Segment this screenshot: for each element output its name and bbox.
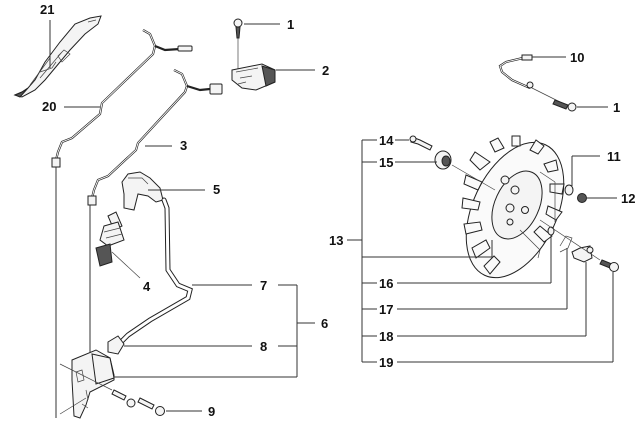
label-20: 20 [42, 99, 56, 114]
callout-1-top: 1 [244, 17, 294, 32]
part-4-spark-plug [95, 211, 125, 267]
part-2-switch [231, 63, 276, 91]
label-17: 17 [379, 302, 393, 317]
label-9: 9 [208, 404, 215, 419]
label-11: 11 [607, 149, 621, 164]
label-3: 3 [180, 138, 187, 153]
label-10: 10 [570, 50, 584, 65]
callout-6: 6 [114, 284, 328, 378]
part-1-screw-top [233, 18, 243, 72]
callout-19: 19 [362, 272, 614, 370]
part-19-screw [539, 219, 619, 272]
part-9-screws [59, 363, 165, 416]
label-2: 2 [322, 63, 329, 78]
label-6: 6 [321, 316, 328, 331]
label-5: 5 [213, 182, 220, 197]
callout-20: 20 [42, 99, 100, 114]
callout-11-12: 11 12 [539, 149, 635, 222]
part-1-screw-right [531, 87, 577, 112]
flywheel-fins [461, 135, 565, 275]
callout-1-right: 1 [577, 100, 620, 115]
label-19: 19 [379, 355, 393, 370]
callout-9: 9 [166, 404, 215, 419]
part-5-plug-cap [121, 171, 164, 211]
part-7-ignition-cable [115, 197, 193, 348]
part-21-throttle-trigger [13, 15, 102, 98]
label-15: 15 [379, 155, 393, 170]
part-16-washer [547, 226, 555, 236]
part-8-ignition-coil [71, 335, 125, 419]
label-21: 21 [40, 2, 54, 17]
label-14: 14 [379, 133, 394, 148]
part-11-washer [564, 184, 574, 196]
part-18-pawl [571, 245, 594, 263]
label-13: 13 [329, 233, 343, 248]
label-12: 12 [621, 191, 635, 206]
label-1-top: 1 [287, 17, 294, 32]
part-17-spring [559, 235, 573, 253]
callout-5: 5 [148, 182, 220, 197]
part-14-pin [409, 135, 433, 151]
callout-8: 8 [124, 339, 267, 354]
callout-21: 21 [40, 2, 54, 68]
callout-3: 3 [145, 138, 187, 153]
callout-10: 10 [532, 50, 584, 65]
label-16: 16 [379, 276, 393, 291]
label-18: 18 [379, 329, 393, 344]
label-4: 4 [143, 279, 151, 294]
callout-4: 4 [111, 251, 151, 294]
part-12-nut [577, 193, 587, 203]
part-13-flywheel [461, 135, 565, 279]
part-3-cable [87, 69, 223, 372]
callout-16: 16 [362, 235, 552, 291]
part-20-cable [51, 29, 193, 418]
label-1-right: 1 [613, 100, 620, 115]
part-10-ground-cable [498, 54, 534, 90]
label-8: 8 [260, 339, 267, 354]
part-15-bushing [434, 150, 496, 191]
callout-17: 17 [362, 248, 568, 317]
callout-18: 18 [362, 262, 587, 344]
label-7: 7 [260, 278, 267, 293]
callout-2: 2 [276, 63, 329, 78]
callout-7: 7 [192, 278, 267, 293]
callout-13: 13 14 15 [329, 133, 493, 362]
